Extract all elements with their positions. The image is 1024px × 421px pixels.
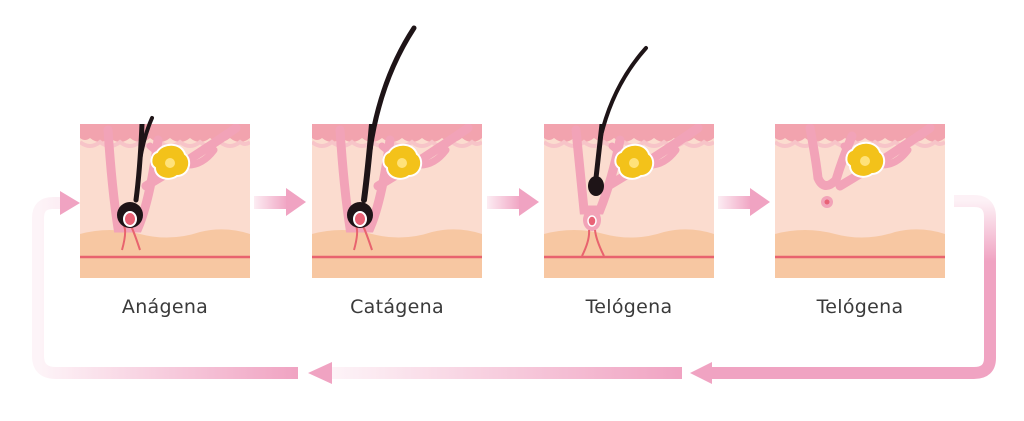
stage-label-anagen: Anágena: [121, 296, 209, 318]
stage-anagen-panel: [80, 124, 250, 278]
hair-shaft-anagen: [138, 116, 154, 162]
connector-arrow-3: [718, 188, 770, 216]
return-arrow-right-side: [690, 195, 996, 384]
stage-telogen-shed-panel: [775, 124, 945, 278]
stage-telogen-panel: [544, 124, 714, 278]
return-arrow-bottom-middle: [308, 362, 682, 384]
stage-label-telogen: Telógena: [585, 296, 673, 318]
hair-shaft-catagen: [367, 25, 417, 153]
stage-label-catagen: Catágena: [350, 296, 444, 318]
stage-label-telogen-shed: Telógena: [816, 296, 904, 318]
return-arrow-left-side: [32, 191, 298, 379]
connector-arrow-2: [487, 188, 539, 216]
stage-catagen-panel: [312, 124, 482, 278]
hair-shaft-telogen: [598, 46, 648, 142]
connector-arrow-1: [254, 188, 306, 216]
